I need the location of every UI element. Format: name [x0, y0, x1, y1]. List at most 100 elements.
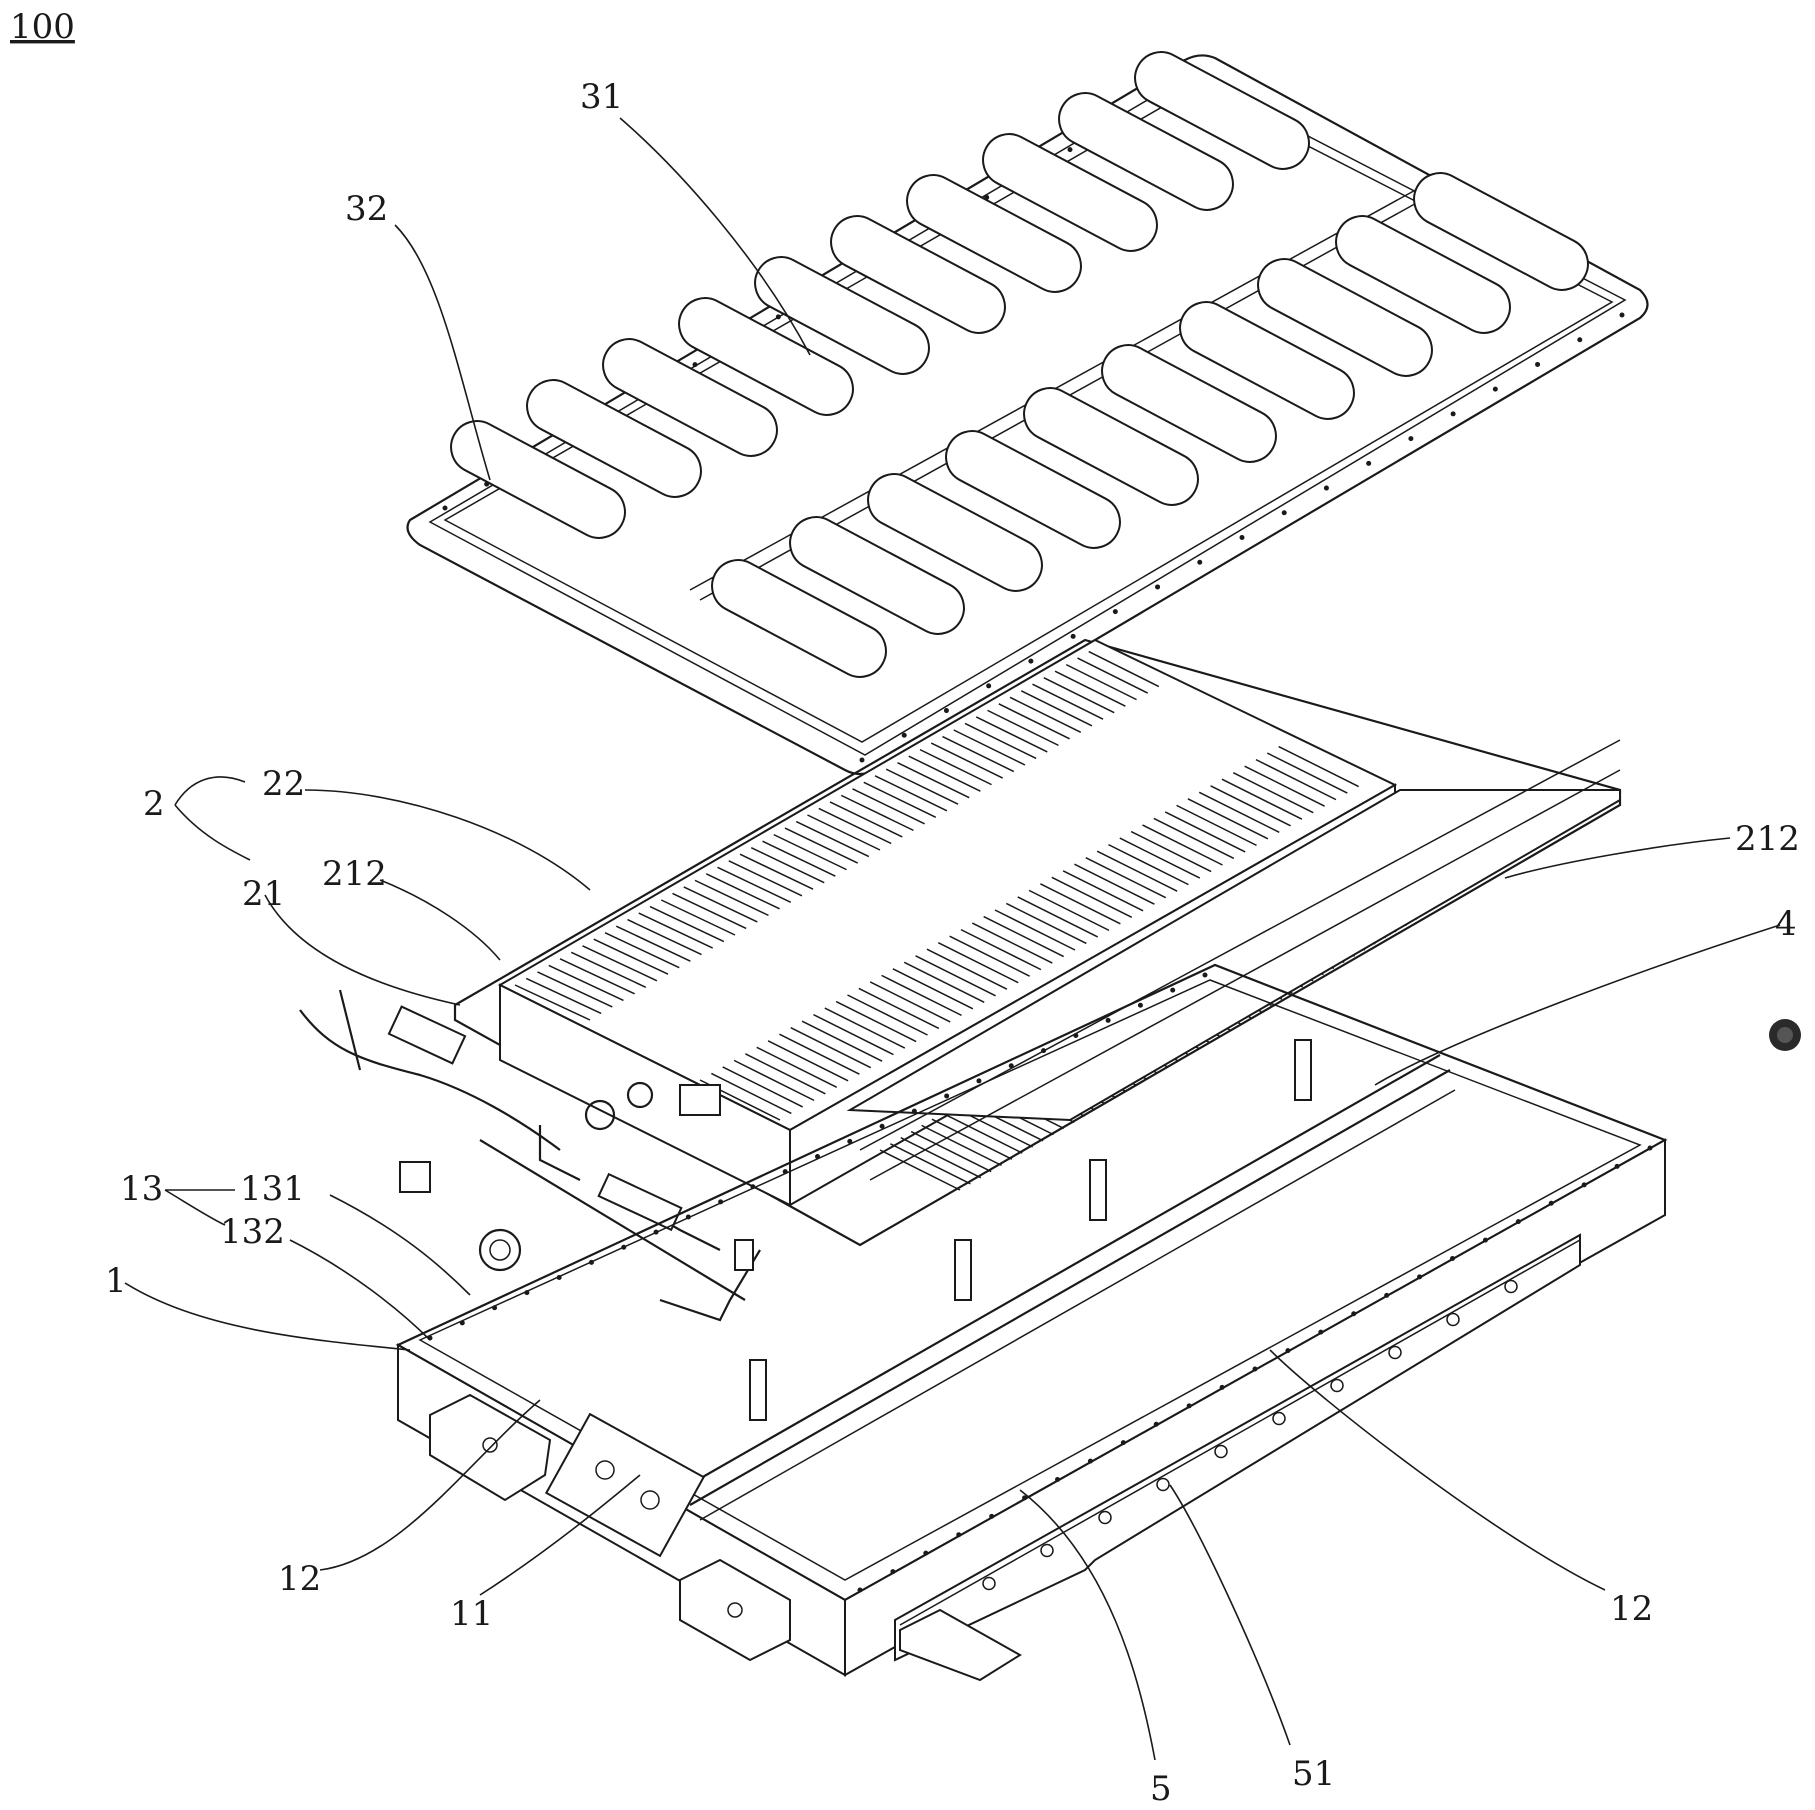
cell-line [1028, 889, 1110, 932]
tray-hole [685, 1214, 691, 1220]
beam-hole [982, 1576, 996, 1591]
tray-hole [1137, 1002, 1143, 1008]
tray-hole [1285, 1348, 1291, 1354]
cell-line [1130, 830, 1212, 873]
tray-hole [1515, 1219, 1521, 1225]
cell-line [745, 1053, 826, 1095]
rim-hole [1028, 658, 1034, 664]
cell-line [694, 879, 769, 917]
rim-hole [1239, 535, 1245, 540]
rim-hole [859, 757, 865, 763]
label-51: 51 [1292, 1754, 1335, 1794]
divider-post [1089, 1159, 1107, 1221]
tray-hole [857, 1587, 863, 1593]
tray-hole [923, 1550, 929, 1556]
cell-line [1017, 896, 1099, 938]
rim-hole [775, 314, 781, 320]
callout-labels: 100 31 32 22 2 21 212 212 4 13 131 132 1… [10, 7, 1800, 1809]
tray-hole [989, 1513, 995, 1519]
cell-line [1088, 650, 1160, 688]
cell-line [1119, 837, 1201, 879]
oval-pocket [867, 473, 1043, 592]
label-5: 5 [1150, 1769, 1172, 1809]
cell-line [1255, 758, 1337, 801]
beam-hole [1446, 1312, 1460, 1327]
rim-hole [1408, 436, 1414, 442]
label-32: 32 [345, 189, 388, 229]
cell-line [683, 886, 758, 923]
cell-line [705, 873, 780, 910]
cell-line [525, 977, 602, 1015]
cell-line [926, 948, 1008, 990]
tray-hole [1120, 1440, 1126, 1446]
label-2: 2 [143, 784, 165, 824]
cell-line [1020, 690, 1093, 727]
cell-line [840, 794, 914, 832]
cell-line [879, 1149, 961, 1191]
beam-hole [1040, 1543, 1054, 1558]
label-21: 21 [242, 874, 285, 914]
cell-line [892, 968, 974, 1010]
tray-hole [1186, 1403, 1192, 1409]
tray-hole [1351, 1311, 1357, 1317]
rim-hole [1155, 584, 1161, 590]
cell-line [931, 1118, 1013, 1160]
tray-hole [815, 1154, 820, 1159]
oval-pocket [1257, 258, 1433, 377]
cell-line [915, 955, 996, 997]
label-4: 4 [1775, 904, 1797, 944]
oval-pocket [1335, 215, 1511, 334]
tray-hole [621, 1244, 627, 1250]
cell-line [903, 961, 985, 1003]
cell-line [672, 892, 747, 930]
cell-line [960, 928, 1042, 971]
oval-pocket [945, 430, 1121, 549]
tray-hole [1450, 1256, 1455, 1261]
oval-pocket [1058, 92, 1234, 211]
cell-line [885, 768, 959, 805]
rim-hole [1070, 633, 1076, 639]
cell-line [813, 1013, 894, 1056]
tray-hole [1073, 1033, 1079, 1038]
rim-hole [901, 732, 907, 738]
cell-line [1210, 785, 1291, 827]
cell-line [733, 1059, 815, 1102]
oval-pocket [1413, 172, 1589, 291]
rim-hole [1112, 609, 1118, 615]
cover-oval-pockets [450, 51, 1589, 678]
cell-line [910, 1130, 992, 1173]
cell-line [1198, 791, 1280, 833]
tray-hole [782, 1169, 788, 1175]
cell-line [1074, 863, 1155, 905]
rim-hole [1197, 559, 1203, 565]
tray-hole [1384, 1292, 1390, 1298]
cell-line [863, 781, 937, 818]
cell-line [1043, 677, 1115, 714]
cell-line [869, 981, 951, 1023]
tray-hole [911, 1108, 917, 1114]
tray-hole [1647, 1145, 1653, 1151]
cell-line [824, 1007, 906, 1049]
rim-hole [1535, 361, 1541, 367]
cell-line [1040, 883, 1121, 925]
beam-hole [1504, 1279, 1518, 1294]
rim-hole [1323, 485, 1329, 491]
knob [1769, 1019, 1801, 1051]
tray-hole [1041, 1048, 1047, 1054]
rim-hole [1619, 312, 1625, 318]
cell-line [1054, 670, 1126, 707]
cell-line [1244, 765, 1325, 807]
label-11: 11 [450, 1594, 493, 1634]
divider-post [954, 1239, 972, 1301]
oval-pocket [526, 379, 702, 498]
cell-line [1006, 902, 1087, 945]
tray-hole [1581, 1182, 1587, 1188]
cell-line [1085, 857, 1167, 899]
cell-line [1221, 778, 1303, 820]
tray-hole [1219, 1384, 1225, 1390]
oval-pocket [711, 559, 887, 678]
tray-hole [1170, 987, 1176, 993]
cell-line [711, 1072, 792, 1115]
cell-line [1266, 752, 1348, 794]
cell-line [1176, 804, 1257, 847]
